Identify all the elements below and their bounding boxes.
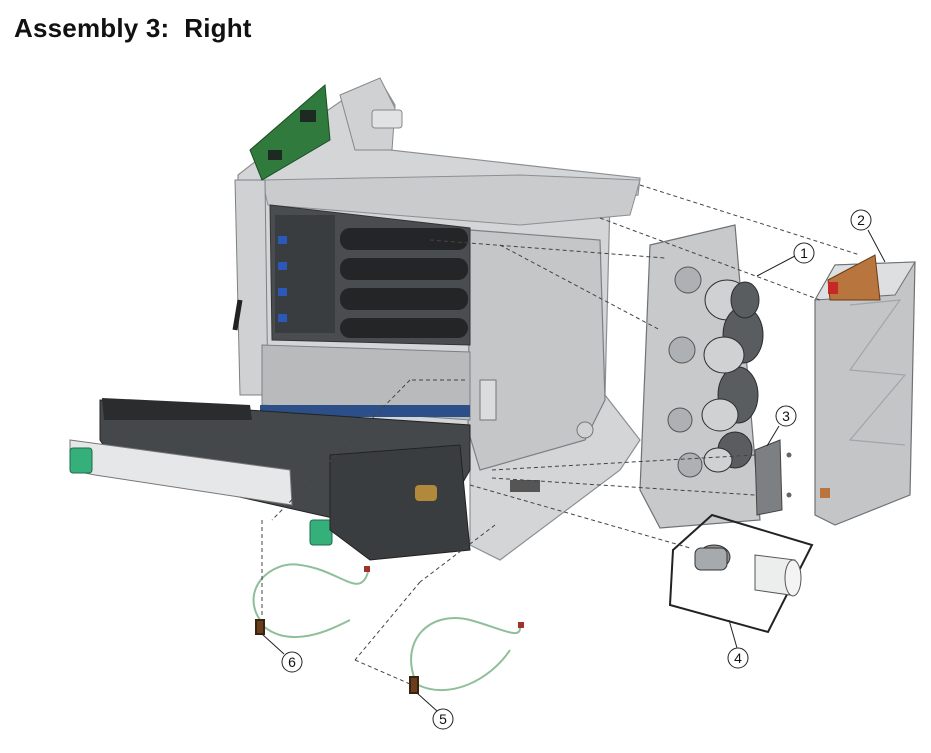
callout-3: 3 — [766, 405, 797, 447]
part-5-cable-harness — [409, 617, 524, 694]
page-title: Assembly 3: Right — [14, 13, 252, 43]
part-6-cable-harness — [252, 563, 370, 639]
part-4-sensor-box — [668, 513, 814, 634]
callout-5-label: 5 — [439, 711, 447, 727]
callout-6: 6 — [261, 633, 303, 673]
dashed-leader-lines — [261, 184, 861, 685]
part-1-drive-motor-assembly — [639, 224, 764, 529]
callout-2-label: 2 — [857, 212, 865, 228]
callout-1-label: 1 — [800, 245, 808, 261]
printer-main-frame — [69, 77, 641, 561]
callout-6-label: 6 — [288, 654, 296, 670]
part-3-bracket-plate — [754, 439, 792, 516]
callout-4: 4 — [727, 619, 749, 669]
callout-2: 2 — [850, 209, 886, 263]
callout-4-label: 4 — [734, 650, 742, 666]
imaging-rollers — [275, 215, 468, 338]
controller-board — [249, 83, 331, 181]
part-2-power-supply — [814, 254, 916, 526]
callout-3-label: 3 — [782, 408, 790, 424]
callout-1: 1 — [756, 242, 815, 277]
callout-5: 5 — [416, 692, 454, 730]
